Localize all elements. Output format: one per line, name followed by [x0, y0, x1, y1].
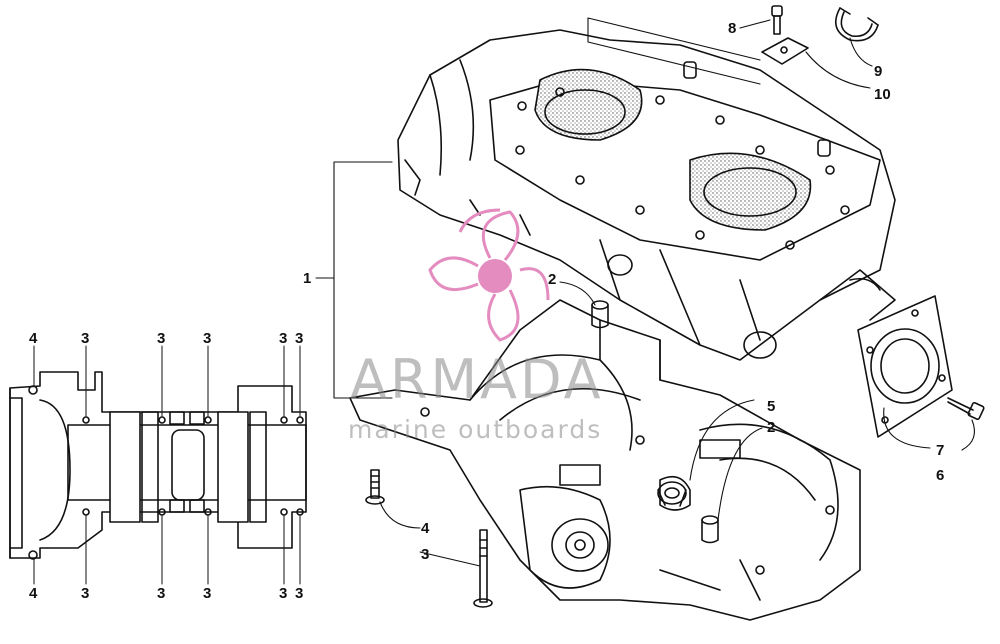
leader-lines	[315, 17, 975, 567]
callout-3-bolt: 3	[421, 546, 429, 563]
plan-callout-bottom: 3	[203, 585, 211, 602]
bracket-10	[761, 37, 809, 65]
callout-5: 5	[767, 398, 775, 415]
callout-9: 9	[874, 63, 882, 80]
watermark: ARMADA marine outboards	[348, 208, 604, 444]
watermark-tagline: marine outboards	[348, 415, 602, 444]
screw-8	[771, 5, 783, 35]
callout-2-upper: 2	[548, 271, 556, 288]
callout-1: 1	[303, 270, 311, 287]
plan-callout-bottom: 4	[29, 585, 38, 602]
callout-8: 8	[728, 20, 736, 37]
bolt-long	[473, 529, 493, 608]
cover-bolt	[947, 397, 985, 421]
bushing	[657, 481, 687, 507]
callout-4-bolt: 4	[421, 520, 430, 537]
upper-crankcase	[397, 29, 896, 361]
plan-callout-bottom: 3	[157, 585, 165, 602]
propeller-logo-icon	[428, 208, 550, 342]
plan-callout-bottom: 3	[279, 585, 287, 602]
plan-callout-top: 3	[203, 330, 211, 347]
callout-10: 10	[874, 86, 891, 103]
plan-callout-top: 3	[157, 330, 165, 347]
callout-7: 7	[936, 442, 944, 459]
seal-cover-plate	[857, 295, 953, 438]
plan-callout-top: 3	[279, 330, 287, 347]
plan-callout-bottom: 3	[295, 585, 303, 602]
clamp-ring-9	[834, 7, 879, 42]
watermark-brand: ARMADA	[350, 348, 604, 411]
plan-leader-lines	[33, 345, 301, 585]
plan-callout-bottom: 3	[81, 585, 89, 602]
callout-labels: 1 2 5 2 8 9 10 7 6 4 3 4 3 3 3 3 3 4 3 3…	[29, 20, 944, 602]
lower-crankcase	[349, 299, 861, 621]
plan-callout-top: 4	[29, 330, 38, 347]
callout-2-lower: 2	[767, 419, 775, 436]
plan-callout-top: 3	[81, 330, 89, 347]
dowel-pin-upper	[591, 300, 609, 329]
crankcase-plan-view	[9, 371, 307, 560]
callout-6: 6	[936, 467, 944, 484]
plan-callout-top: 3	[295, 330, 303, 347]
bolt-short	[365, 469, 385, 505]
